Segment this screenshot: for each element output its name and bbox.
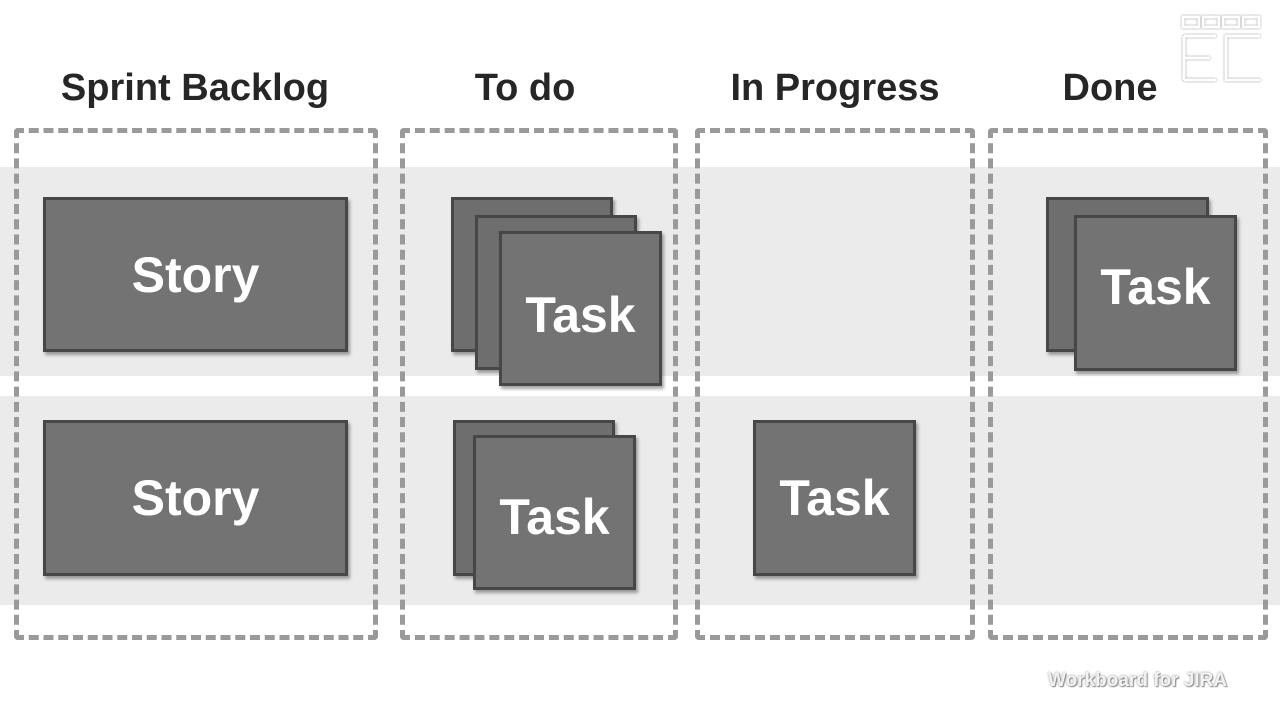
- task-card-label: Task: [499, 488, 610, 545]
- column-in-progress: [695, 128, 975, 640]
- story-card[interactable]: Story: [43, 197, 348, 352]
- task-card[interactable]: Task: [473, 435, 636, 590]
- watermark-text: Workboard for JIRA: [1048, 670, 1228, 691]
- brand-logo-icon: [1181, 15, 1261, 82]
- task-card-label: Task: [525, 286, 636, 343]
- task-card-label: Task: [779, 470, 890, 526]
- task-card[interactable]: Task: [1074, 215, 1237, 371]
- column-title-in-progress: In Progress: [730, 67, 940, 109]
- story-card-label: Story: [131, 246, 260, 303]
- column-title-to-do: To do: [474, 67, 576, 109]
- column-to-do: [400, 128, 678, 640]
- column-title-sprint-backlog: Sprint Backlog: [60, 67, 330, 109]
- task-card[interactable]: Task: [753, 420, 916, 576]
- task-card[interactable]: Task: [499, 231, 662, 386]
- column-title-done: Done: [1062, 67, 1158, 109]
- column-done: [988, 128, 1268, 640]
- column-sprint-backlog: [14, 128, 378, 640]
- story-card[interactable]: Story: [43, 420, 348, 576]
- story-card-label: Story: [131, 470, 260, 526]
- task-card-label: Task: [1100, 259, 1211, 315]
